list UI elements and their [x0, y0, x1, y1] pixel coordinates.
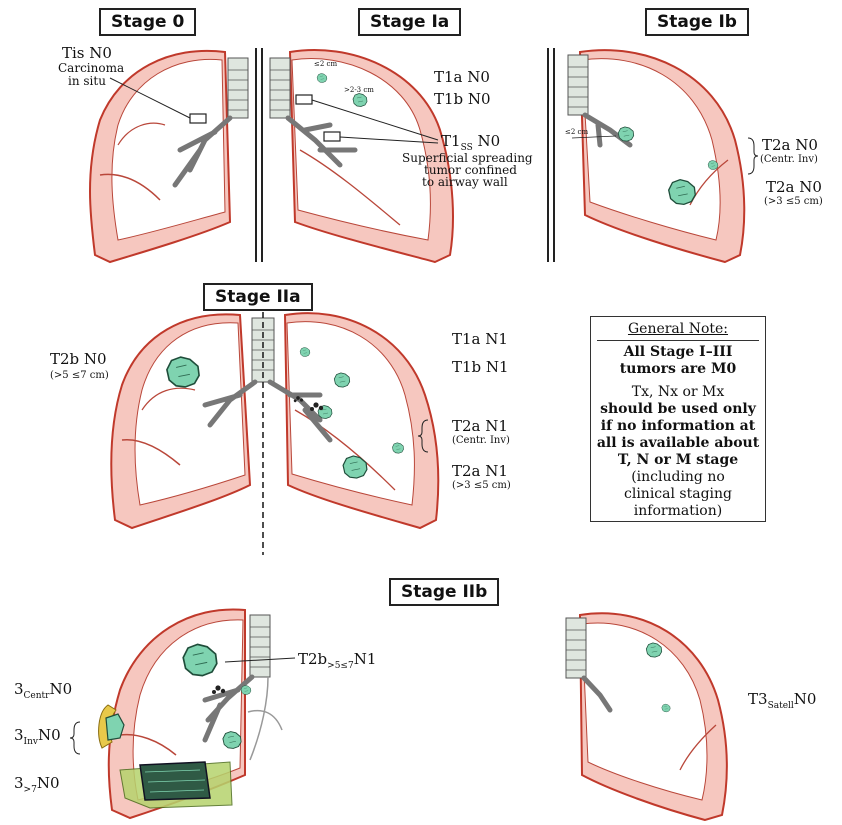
- t3-centr-n0-label: 3CentrN0: [14, 680, 72, 705]
- centr-inv-note-2a: (Centr. Inv): [452, 435, 510, 447]
- note-line-5: if no information at: [591, 418, 765, 435]
- note-line-10: information): [591, 503, 765, 520]
- t2a-n0-size-label: T2a N0: [766, 178, 822, 196]
- t1a-n1-label: T1a N1: [452, 330, 508, 348]
- centr-inv-note-1b: (Centr. Inv): [760, 154, 818, 166]
- t2a-n1-size-label: T2a N1: [452, 462, 508, 480]
- note-line-4: should be used only: [591, 401, 765, 418]
- note-line-1: All Stage I–III: [591, 344, 765, 361]
- note-line-8: (including no: [591, 469, 765, 486]
- stage-2b-title: Stage IIb: [389, 578, 499, 606]
- carcinoma-label: Carcinoma: [58, 62, 124, 74]
- t3-satell-n0-label: T3SatellN0: [748, 690, 816, 715]
- stage-0-title: Stage 0: [99, 8, 196, 36]
- stage-2a-title: Stage IIa: [203, 283, 313, 311]
- superficial-desc-3: to airway wall: [422, 176, 508, 188]
- stage2a-lungs: [111, 312, 438, 555]
- general-note-box: General Note: All Stage I–III tumors are…: [590, 316, 766, 522]
- note-line-3: Tx, Nx or Mx: [591, 384, 765, 401]
- t1b-n1-label: T1b N1: [452, 358, 509, 376]
- t1b-n0-label: T1b N0: [434, 90, 491, 108]
- size-note-2a: (>3 ≤5 cm): [452, 480, 511, 492]
- t2b-n0-label: T2b N0: [50, 350, 107, 368]
- size-note-2-3cm: >2-3 cm: [344, 86, 374, 94]
- general-note-title: General Note:: [591, 321, 765, 338]
- size-note-1b: (>3 ≤5 cm): [764, 196, 823, 208]
- in-situ-label: in situ: [68, 75, 106, 87]
- tis-n0-label: Tis N0: [62, 44, 112, 62]
- stage2b-left-lung: [566, 613, 727, 820]
- t1a-n0-label: T1a N0: [434, 68, 490, 86]
- t2b-n1-label: T2b>5≤7N1: [298, 650, 376, 675]
- note-line-6: all is available about: [591, 435, 765, 452]
- t2a-n1-centr-label: T2a N1: [452, 417, 508, 435]
- t3-inv-n0-label: 3InvN0: [14, 726, 61, 751]
- t3-gt7-n0-label: 3>7N0: [14, 774, 60, 799]
- note-line-7: T, N or M stage: [591, 452, 765, 469]
- note-line-9: clinical staging: [591, 486, 765, 503]
- stage1b-lung: [568, 50, 758, 262]
- tis-marker-box: [190, 114, 206, 123]
- stage-1a-title: Stage Ia: [358, 8, 461, 36]
- t2b-n0-note: (>5 ≤7 cm): [50, 370, 109, 382]
- t2a-n0-centr-label: T2a N0: [762, 136, 818, 154]
- dist-note-1b: ≤2 cm: [565, 128, 588, 136]
- stage2b-right-lung: [70, 609, 295, 818]
- stage0-lung: [90, 51, 248, 262]
- size-note-2cm: ≤2 cm: [314, 60, 337, 68]
- note-line-2: tumors are M0: [591, 361, 765, 378]
- stage-1b-title: Stage Ib: [645, 8, 749, 36]
